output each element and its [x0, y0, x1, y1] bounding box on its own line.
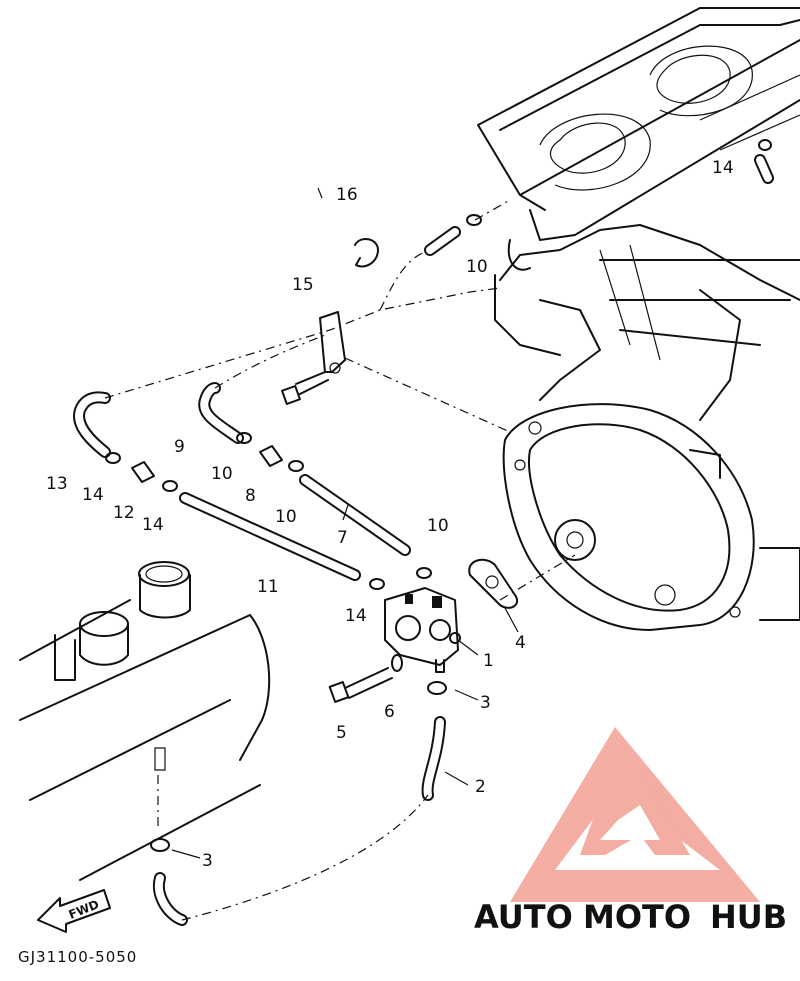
callout-13: 13	[46, 474, 68, 494]
callout-1: 1	[483, 651, 494, 671]
bolt	[328, 667, 393, 703]
callout-10: 10	[466, 257, 488, 277]
callout-14: 14	[712, 158, 734, 178]
watermark-logo	[510, 727, 760, 902]
watermark-text: AUTO MOTO HUB	[474, 898, 787, 936]
callout-3: 3	[202, 851, 213, 871]
callout-2: 2	[475, 777, 486, 797]
logo-mark	[510, 727, 760, 902]
callout-12: 12	[113, 503, 135, 523]
callout-9: 9	[174, 437, 185, 457]
callout-6: 6	[384, 702, 395, 722]
callout-labels: 1 2 3 3 4 5 6 7 8 9 10 10 10 10 11 12 13…	[46, 158, 734, 871]
callout-15: 15	[292, 275, 314, 295]
fwd-arrow: FWD	[37, 889, 111, 933]
callout-11: 11	[257, 577, 279, 597]
callout-8: 8	[245, 486, 256, 506]
hose-clip	[354, 238, 379, 268]
oil-pump	[384, 587, 461, 673]
callout-14: 14	[142, 515, 164, 535]
callout-7: 7	[337, 528, 348, 548]
bracket	[281, 311, 346, 405]
callout-leaders	[171, 187, 519, 859]
washer	[391, 654, 403, 672]
leader-lines	[104, 199, 576, 921]
callout-10: 10	[275, 507, 297, 527]
gasket-hole	[485, 575, 499, 589]
callout-10: 10	[211, 464, 233, 484]
callout-5: 5	[336, 723, 347, 743]
drawing-code: GJ31100-5050	[18, 948, 137, 966]
watermark-auto: AUTO	[474, 898, 573, 936]
crankcase-cover	[502, 403, 800, 631]
hose-clamps	[105, 139, 772, 852]
callout-10: 10	[427, 516, 449, 536]
watermark-hub: HUB	[710, 898, 787, 936]
callout-3: 3	[480, 693, 491, 713]
callout-14: 14	[345, 606, 367, 626]
callout-4: 4	[515, 633, 526, 653]
callout-16: 16	[336, 185, 358, 205]
hoses	[73, 154, 774, 926]
oil-tank	[19, 561, 271, 881]
watermark-moto: MOTO	[583, 898, 691, 936]
gasket	[468, 558, 519, 609]
check-valve	[131, 445, 283, 483]
callout-14: 14	[82, 485, 104, 505]
engine-block	[477, 7, 800, 421]
